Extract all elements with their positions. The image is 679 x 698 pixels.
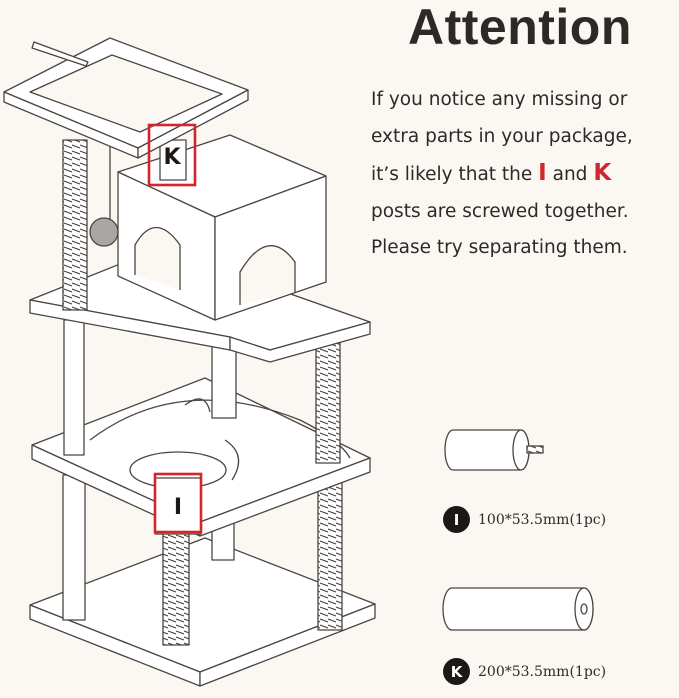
part-k-badge: K <box>443 658 470 685</box>
middle-center-post <box>211 337 237 419</box>
k-post-stub <box>159 139 187 181</box>
part-i-drawing <box>444 429 544 471</box>
notice-text: If you notice any missing or extra parts… <box>371 82 679 267</box>
notice-line-2: extra parts in your package, <box>371 125 633 147</box>
notice-line-4: posts are screwed together. <box>371 200 629 222</box>
part-i-dimensions: 100*53.5mm(1pc) <box>478 511 607 528</box>
lower-right-post-rope <box>317 469 343 631</box>
k-callout-label: K <box>163 145 181 170</box>
notice-line-1: If you notice any missing or <box>371 89 628 110</box>
i-callout-label: I <box>174 495 182 520</box>
notice-line-3: it’s likely that the I and K <box>371 155 679 194</box>
top-bed <box>3 37 249 159</box>
notice-line-3b: and <box>546 164 594 185</box>
lower-left-post <box>62 474 86 621</box>
condo-box <box>117 134 327 321</box>
part-i-badge: I <box>443 506 470 533</box>
part-k-spec: K 200*53.5mm(1pc) <box>443 658 606 685</box>
part-k-drawing <box>442 587 594 631</box>
part-i-spec: I 100*53.5mm(1pc) <box>443 506 606 533</box>
top-left-post-rope <box>62 139 88 311</box>
toy-ball <box>89 217 119 247</box>
page-title: Attention <box>408 0 632 55</box>
middle-left-post <box>63 319 85 456</box>
lower-center-post-rope <box>162 529 190 646</box>
k-post-callout <box>147 123 197 187</box>
part-k-dimensions: 200*53.5mm(1pc) <box>478 663 607 680</box>
i-post-callout <box>153 472 203 534</box>
notice-line-3a: it’s likely that the <box>371 164 539 185</box>
notice-line-5: Please try separating them. <box>371 237 628 258</box>
middle-right-post-rope <box>315 337 341 464</box>
i-mark: I <box>538 160 547 186</box>
k-mark: K <box>593 160 612 186</box>
